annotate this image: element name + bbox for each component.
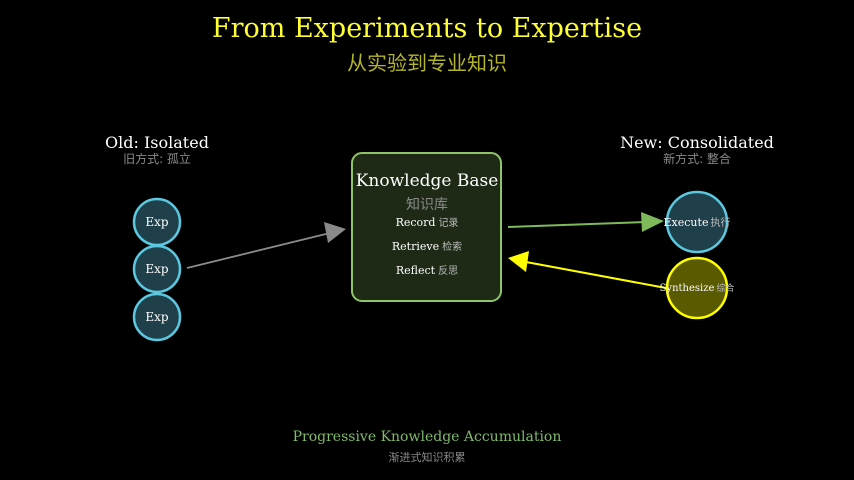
exp-node-3: Exp — [132, 292, 182, 342]
new-heading: New: Consolidated — [620, 133, 774, 152]
kb-title-cn: 知识库 — [406, 196, 448, 213]
kb-title: Knowledge Base — [356, 171, 499, 191]
arrow-synthesize-to-kb — [525, 261, 667, 289]
execute-node-label-cn: 执行 — [710, 216, 730, 229]
page-subtitle: 从实验到专业知识 — [347, 51, 507, 75]
exp-node-2-circle — [132, 244, 182, 294]
footer-title-cn: 渐进式知识积累 — [389, 450, 466, 464]
execute-node-label: Execute — [664, 216, 709, 229]
synthesize-node-circle — [665, 256, 729, 320]
new-heading-cn: 新方式: 整合 — [663, 151, 731, 166]
knowledge-base-box — [351, 152, 502, 302]
arrow-kb-to-execute-head — [641, 212, 664, 232]
kb-item-reflect-en: Reflect — [396, 264, 436, 277]
kb-item-retrieve-cn: 检索 — [442, 240, 462, 253]
arrow-synthesize-to-kb-head — [508, 251, 529, 272]
kb-item-record-cn: 记录 — [438, 217, 458, 229]
synthesize-node-label-cn: 综合 — [716, 282, 734, 294]
footer-title: Progressive Knowledge Accumulation — [293, 429, 562, 445]
synthesize-node-label: Synthesize — [660, 283, 715, 294]
exp-node-3-circle — [132, 292, 182, 342]
execute-node-circle — [665, 190, 729, 254]
kb-item-record-en: Record — [396, 216, 436, 229]
page-title: From Experiments to Expertise — [212, 13, 642, 44]
kb-item-reflect-cn: 反思 — [438, 265, 458, 277]
arrow-kb-to-execute — [507, 221, 647, 228]
exp-node-2: Exp — [132, 244, 182, 294]
exp-node-3-label: Exp — [145, 310, 169, 324]
arrow-old-to-kb — [186, 232, 331, 269]
kb-item-retrieve-en: Retrieve — [392, 240, 439, 253]
old-heading: Old: Isolated — [105, 133, 209, 152]
arrow-old-to-kb-head — [324, 222, 346, 243]
exp-node-1-label: Exp — [145, 215, 169, 229]
old-heading-cn: 旧方式: 孤立 — [123, 151, 191, 166]
exp-node-1: Exp — [132, 197, 182, 247]
exp-node-2-label: Exp — [145, 262, 169, 276]
